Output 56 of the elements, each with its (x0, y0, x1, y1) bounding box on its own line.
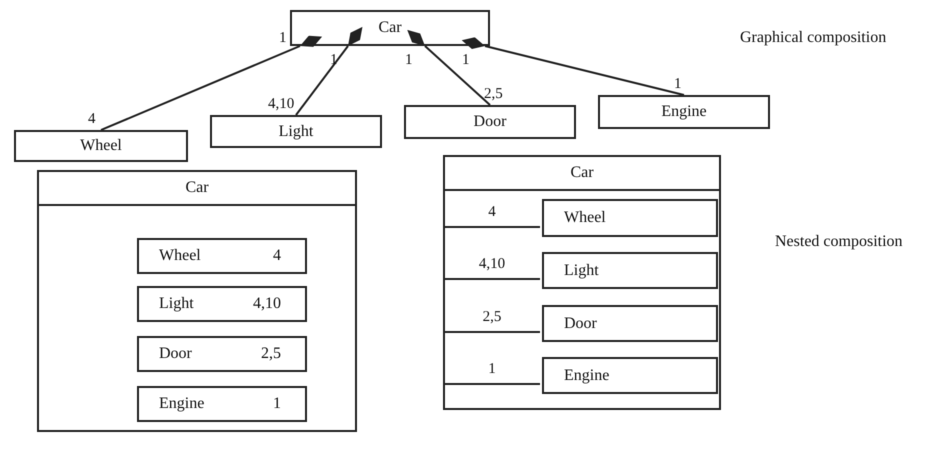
multiplicity: 1 (488, 362, 496, 377)
composition-line (295, 26, 362, 116)
class-box (542, 305, 718, 342)
class-name: Engine (661, 102, 707, 122)
class-box (137, 386, 307, 422)
class-box (542, 252, 718, 289)
connector-line (444, 383, 540, 385)
class-box (137, 238, 307, 274)
class-box (137, 286, 307, 322)
multiplicity: 4 (273, 246, 281, 266)
composition-line (462, 37, 684, 96)
composition-line (100, 36, 322, 131)
class-box (290, 10, 490, 46)
class-name: Car (570, 163, 594, 183)
multiplicity: 4 (88, 112, 96, 127)
class-box (137, 336, 307, 372)
multiplicity: 1 (330, 53, 338, 68)
multiplicity: 2,5 (261, 344, 281, 364)
multiplicity: 4,10 (478, 257, 506, 272)
multiplicity: 1 (279, 31, 286, 46)
multiplicity: 2,5 (482, 310, 502, 325)
section-caption: Graphical composition (740, 30, 886, 46)
multiplicity: 1 (674, 77, 682, 92)
section-caption: Nested composition (775, 234, 903, 250)
class-name: Light (159, 294, 194, 314)
class-name: Car (185, 178, 209, 198)
class-box (404, 105, 576, 139)
class-name: Door (474, 112, 506, 132)
class-name: Engine (159, 394, 204, 414)
class-name: Wheel (80, 136, 122, 156)
multiplicity: 4,10 (253, 294, 281, 314)
class-name: Light (564, 260, 599, 280)
multiplicity: 1 (273, 394, 281, 414)
class-box (542, 199, 718, 237)
class-box (14, 130, 188, 162)
class-name: Engine (564, 366, 610, 386)
class-name: Door (159, 344, 192, 364)
connector-line (444, 278, 540, 280)
multiplicity: 4 (488, 205, 496, 220)
class-box (210, 115, 382, 148)
class-container (443, 155, 721, 410)
multiplicity: 1 (405, 53, 412, 68)
multiplicity: 2,5 (484, 87, 503, 102)
class-name: Car (378, 18, 402, 38)
class-container (37, 170, 357, 432)
class-name: Wheel (159, 246, 201, 266)
multiplicity: 4,10 (268, 97, 294, 112)
class-box (542, 357, 718, 394)
connector-line (444, 331, 540, 333)
multiplicity: 1 (462, 53, 470, 68)
class-name: Wheel (564, 208, 606, 228)
composition-line (407, 30, 491, 106)
class-name: Door (564, 314, 597, 334)
class-box (598, 95, 770, 129)
connector-line (444, 226, 540, 228)
class-name: Light (278, 122, 314, 142)
